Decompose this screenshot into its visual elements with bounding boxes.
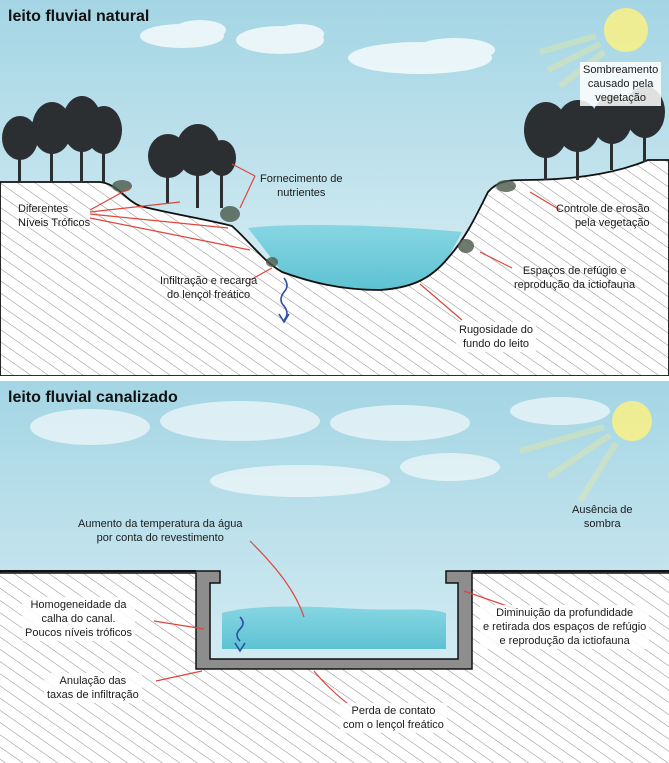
seepage-arrow — [236, 616, 244, 642]
trees-mid — [148, 124, 236, 208]
label-roughness: Rugosidade do fundo do leito — [456, 322, 537, 352]
natural-title: leito fluvial natural — [8, 8, 150, 25]
leader-arrows — [89, 163, 561, 321]
sun-icon — [612, 401, 652, 441]
label-trophic-levels: Diferentes Níveis Tróficos — [18, 203, 91, 229]
trees-left — [2, 96, 122, 182]
label-infiltration-nullified: Anulação das taxas de infiltração — [44, 673, 142, 703]
label-infiltration: Infiltração e recarga do lençol freático — [160, 275, 258, 301]
label-refuge: Espaços de refúgio e reprodução da ictio… — [514, 265, 636, 291]
soil-bottom — [196, 669, 472, 763]
label-no-shade: Ausência de sombra — [572, 504, 633, 530]
label-groundwater-contact-loss: Perda de contato com o lençol freático — [340, 703, 447, 733]
river-water — [248, 225, 462, 290]
clouds — [30, 397, 610, 497]
seepage-arrowhead — [278, 313, 290, 324]
label-erosion-control: Controle de erosão pela vegetação — [556, 203, 650, 229]
channelized-title: leito fluvial canalizado — [8, 389, 178, 406]
label-shading: Sombreamento causado pela vegetação — [580, 62, 662, 106]
label-nutrients: Fornecimento de nutrientes — [260, 173, 343, 199]
canal-water — [222, 606, 446, 649]
concrete-lining — [0, 570, 669, 670]
natural-riverbed-panel: leito fluvial natural Sombreamento causa… — [0, 0, 669, 376]
clouds — [140, 20, 495, 74]
soil-right — [472, 571, 669, 763]
label-depth-reduction: Diminuição da profundidade e retirada do… — [480, 605, 650, 649]
label-water-temperature: Aumento da temperatura da água por conta… — [78, 518, 243, 544]
sun-rays — [519, 424, 619, 503]
seepage-arrow — [280, 277, 288, 321]
sun-icon — [604, 8, 648, 52]
channelized-riverbed-illustration — [0, 381, 669, 763]
seepage-arrowhead — [234, 642, 246, 653]
label-homogeneity: Homogeneidade da calha do canal. Poucos … — [22, 597, 135, 641]
channelized-riverbed-panel: leito fluvial canalizado Ausência de som… — [0, 381, 669, 763]
